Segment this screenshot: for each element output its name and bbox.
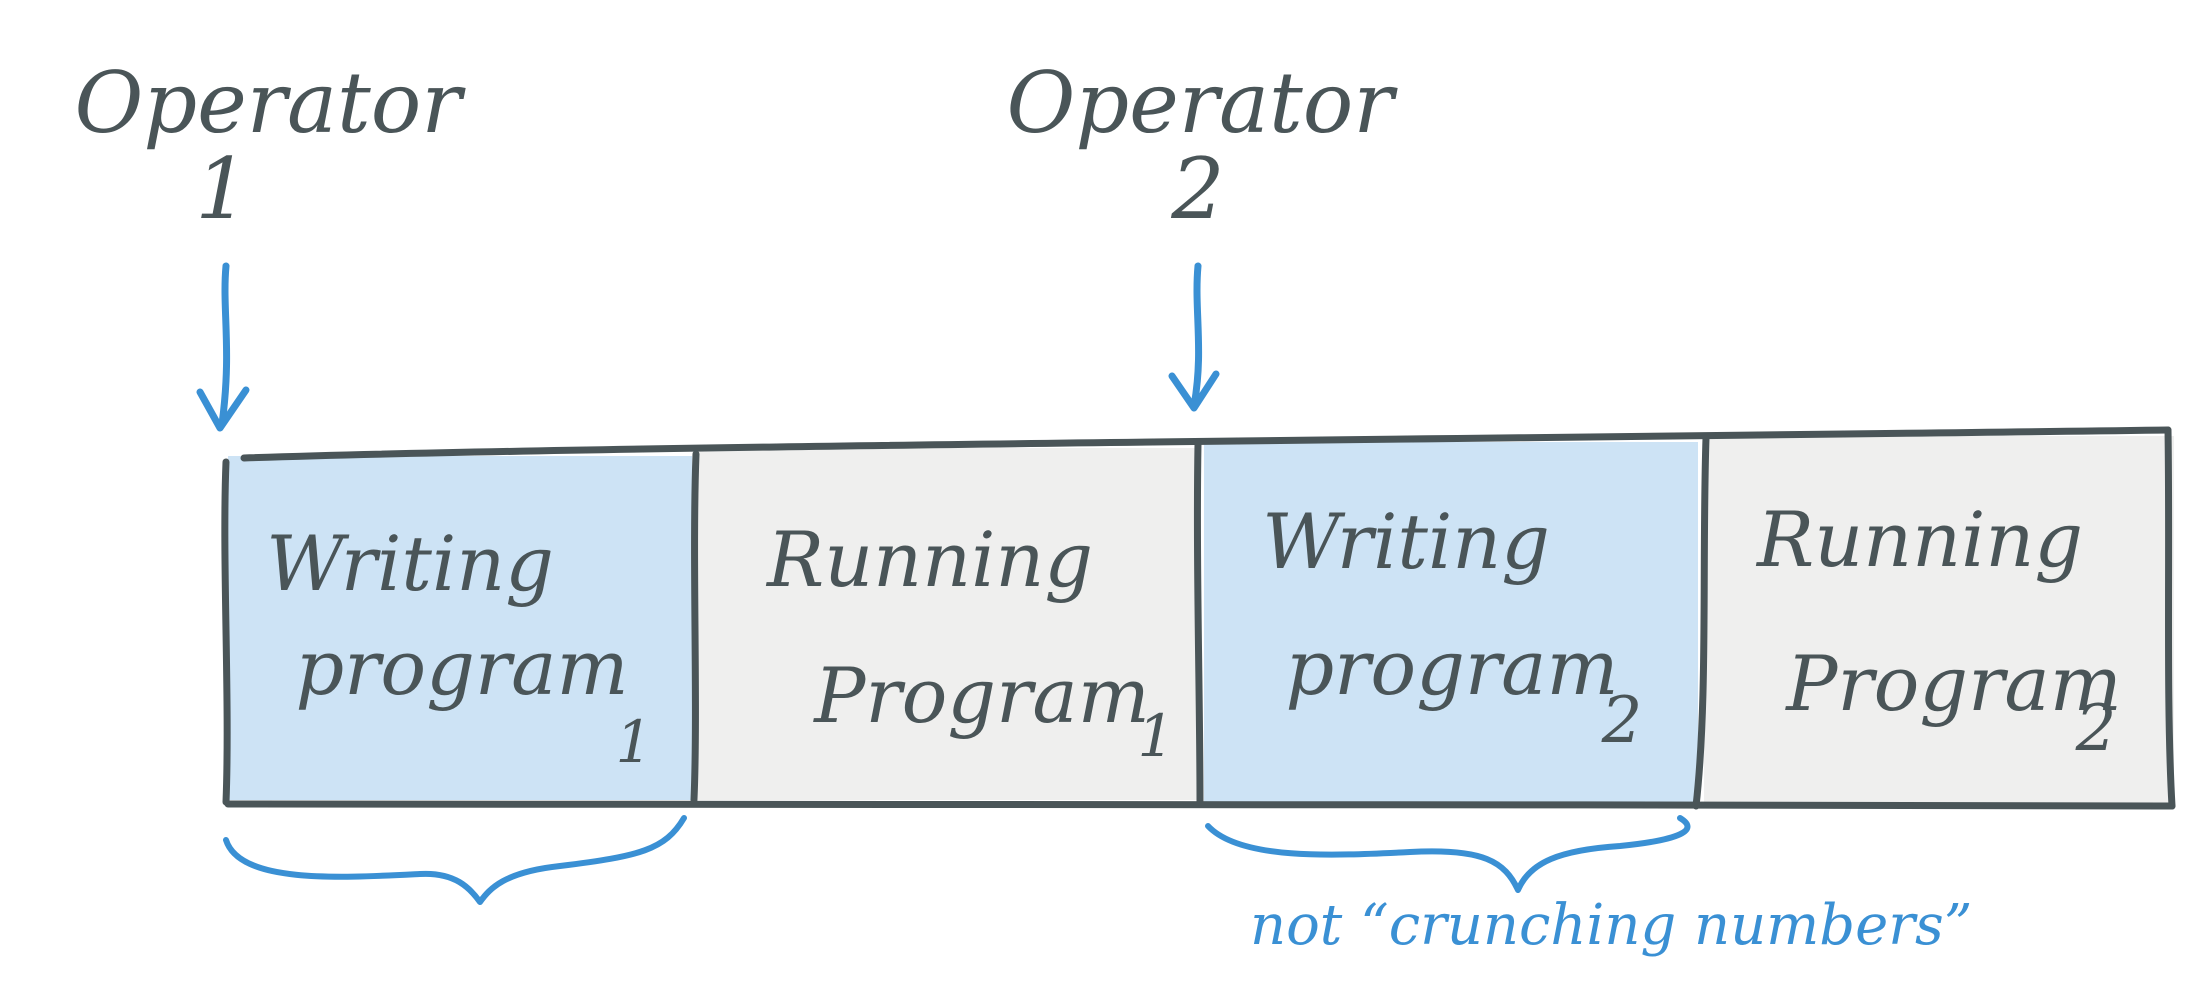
operator-2-number: 2 bbox=[1170, 140, 1224, 238]
segment-writing-2-fill bbox=[1204, 442, 1698, 802]
segment-writing-1-subscript: 1 bbox=[616, 708, 653, 776]
segment-writing-2: Writing program 2 bbox=[1262, 497, 1642, 758]
annotation-not-crunching-numbers: not “crunching numbers” bbox=[1250, 893, 1972, 958]
segment-writing-1-line1: Writing bbox=[266, 519, 554, 608]
segment-running-2-subscript: 2 bbox=[2075, 692, 2117, 766]
segment-writing-2-subscript: 2 bbox=[1601, 684, 1643, 758]
operator-2-label: Operator 2 bbox=[1006, 54, 1398, 238]
segment-writing-2-line2: program bbox=[1285, 623, 1618, 712]
operator-1-number: 1 bbox=[195, 140, 248, 238]
operator-1-word: Operator bbox=[74, 54, 466, 152]
operator-1-label: Operator 1 bbox=[74, 54, 466, 238]
segment-writing-2-line1: Writing bbox=[1262, 497, 1550, 586]
segment-running-1-line1: Running bbox=[765, 515, 1093, 604]
operator-2-word: Operator bbox=[1006, 54, 1398, 152]
operator-1-arrow bbox=[196, 262, 250, 432]
segment-writing-1: Writing program 1 bbox=[266, 519, 652, 776]
segment-writing-1-line2: program bbox=[295, 623, 628, 712]
segment-running-1-fill bbox=[698, 448, 1200, 800]
segment-writing-1-fill bbox=[228, 456, 692, 800]
segment-running-2-line2: Program bbox=[1784, 639, 2122, 728]
segment-running-2-fill bbox=[1704, 436, 2174, 804]
segment-running-2: Running Program 2 bbox=[1755, 495, 2122, 766]
segment-running-2-line1: Running bbox=[1755, 495, 2083, 584]
operator-2-arrow bbox=[1168, 262, 1220, 412]
segment-running-1: Running Program 1 bbox=[765, 515, 1174, 770]
segment-running-1-subscript: 1 bbox=[1138, 702, 1175, 770]
segment-running-1-line2: Program bbox=[812, 651, 1150, 740]
timeline-outline bbox=[221, 426, 2176, 810]
brace-writing-1 bbox=[223, 815, 687, 905]
brace-writing-2 bbox=[1205, 815, 1691, 893]
